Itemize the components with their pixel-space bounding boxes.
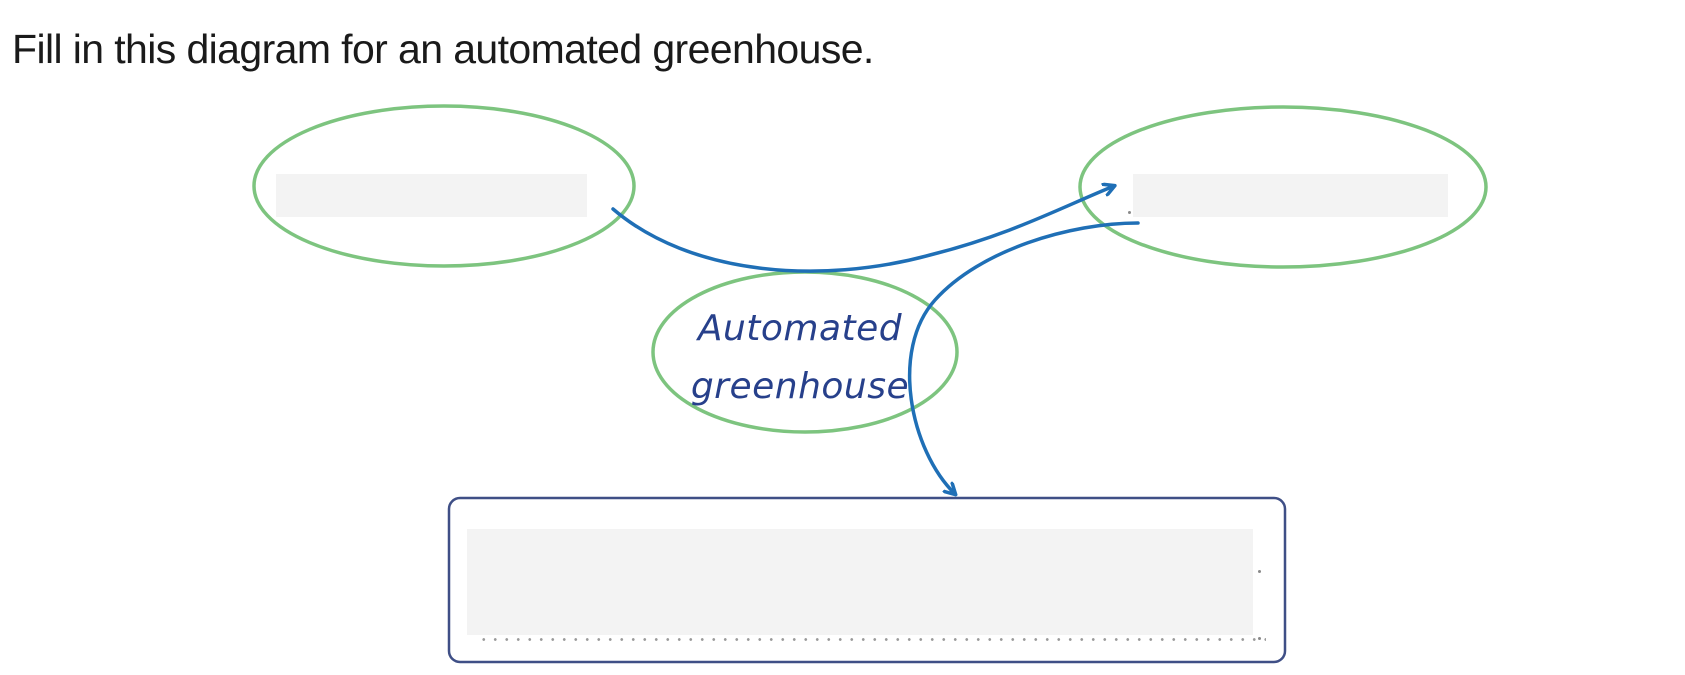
left-ellipse-node <box>252 104 636 268</box>
center-label-line2: greenhouse <box>690 366 910 407</box>
bottom-dotted-writing-line <box>478 638 1266 641</box>
right-blank-input[interactable] <box>1133 174 1448 217</box>
center-node-label: Automated greenhouse <box>660 300 940 416</box>
bottom-blank-textarea[interactable] <box>467 529 1253 635</box>
bottom-answer-box <box>447 496 1287 664</box>
instruction-heading: Fill in this diagram for an automated gr… <box>12 26 874 72</box>
center-label-line1: Automated <box>697 308 903 349</box>
arrow-left-to-right <box>611 186 1114 273</box>
arrow-right-to-bottom <box>907 221 1140 494</box>
bottom-blank-dot-upper <box>1258 570 1261 573</box>
right-blank-leading-dot <box>1128 211 1131 214</box>
bottom-blank-dot-lower <box>1258 637 1261 640</box>
left-blank-input[interactable] <box>276 174 587 217</box>
right-ellipse-node <box>1078 105 1488 269</box>
